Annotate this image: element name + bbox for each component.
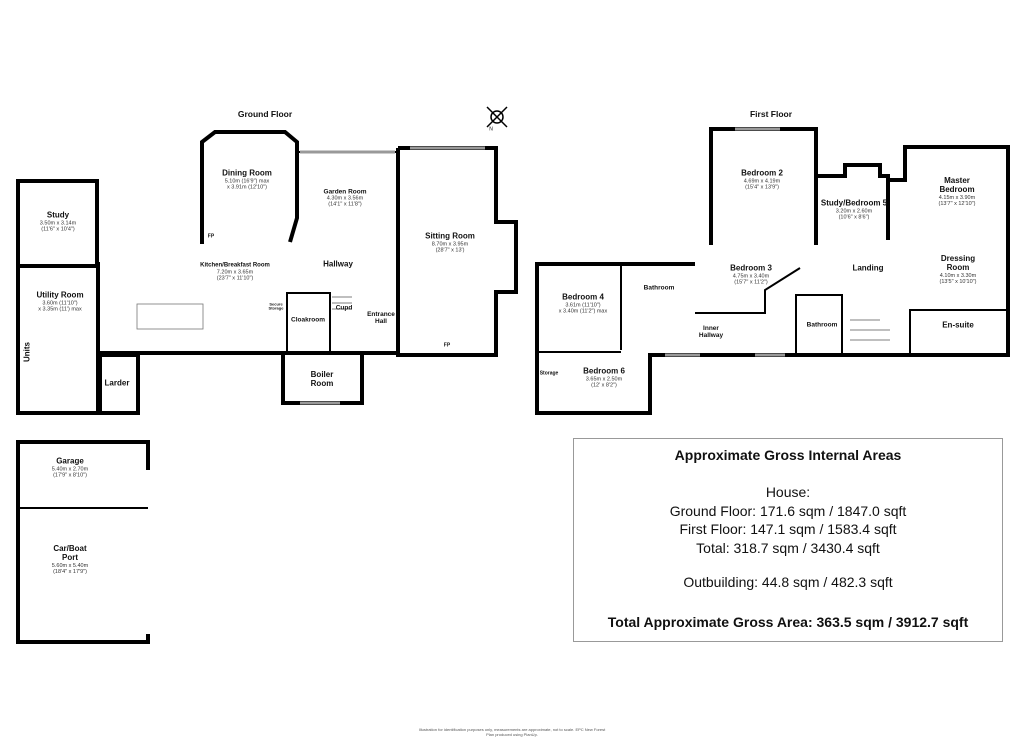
area-summary-box: Approximate Gross Internal Areas House: …: [573, 438, 1003, 642]
room-inner-hallway: Inner Hallway: [698, 324, 724, 339]
first-floor-title: First Floor: [749, 109, 793, 119]
room-boiler: Boiler Room: [310, 370, 334, 388]
room-cloakroom: Cloakroom: [291, 316, 325, 324]
secure-storage: Secure Storage: [268, 301, 284, 311]
ensuite-walls: [909, 309, 1009, 356]
house-total-area: Total: 318.7 sqm / 3430.4 sqft: [696, 539, 880, 556]
cupboard: Cupd: [335, 304, 353, 312]
bedroom5-walls: [816, 163, 890, 240]
room-bathroom-east: Bathroom: [806, 321, 838, 329]
sitting-room-walls: [396, 146, 518, 357]
house-label: House:: [765, 484, 811, 500]
compass-icon: [486, 106, 508, 128]
fireplace-dining: FP: [207, 233, 215, 240]
bedroom3-walls: [695, 267, 801, 314]
compass-north-label: N: [489, 126, 493, 133]
units-label: Units: [22, 342, 32, 362]
room-storage: Storage: [539, 370, 559, 377]
kitchen-island: [136, 303, 204, 330]
disclaimer: Illustration for identification purposes…: [0, 727, 1024, 737]
ground-floor-area: Ground Floor: 171.6 sqm / 1847.0 sqft: [669, 502, 907, 519]
bathroom-walls: [795, 294, 843, 356]
outbuilding-area: Outbuilding: 44.8 sqm / 482.3 sqft: [683, 574, 893, 590]
fireplace-sitting: FP: [443, 342, 451, 349]
grand-total-area: Total Approximate Gross Area: 363.5 sqm …: [607, 613, 969, 630]
room-landing: Landing: [852, 263, 884, 273]
first-floor-area: First Floor: 147.1 sqm / 1583.4 sqft: [679, 521, 897, 537]
room-ensuite: En-suite: [942, 320, 974, 330]
ground-floor-title: Ground Floor: [237, 109, 293, 119]
disclaimer-line-1: Illustration for identification purposes…: [418, 727, 606, 732]
utility-walls: [16, 264, 100, 415]
dining-walls: [200, 130, 299, 244]
disclaimer-line-2: Plan produced using PlanUp.: [486, 732, 538, 737]
outbuilding-walls: [16, 440, 150, 644]
room-larder: Larder: [104, 378, 130, 388]
summary-title: Approximate Gross Internal Areas: [674, 447, 902, 463]
room-hallway: Hallway: [323, 259, 353, 269]
kitchen-walls: [96, 262, 283, 355]
room-bathroom-west: Bathroom: [643, 284, 675, 292]
room-entrance-hall: Entrance Hall: [367, 310, 395, 325]
